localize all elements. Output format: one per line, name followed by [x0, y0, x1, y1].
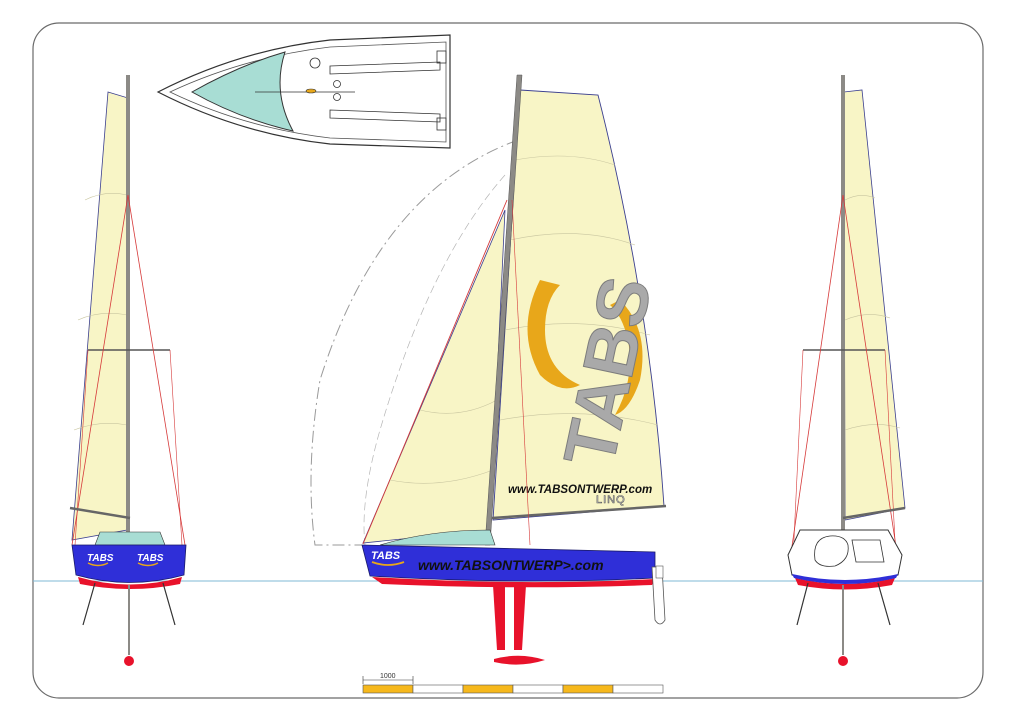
side-view-rudder — [651, 566, 666, 625]
side-view-forestay — [362, 199, 508, 545]
rear-view-sail-seam-1 — [844, 195, 876, 201]
rear-view-sail-seam-3 — [844, 424, 901, 431]
rear-view-trailer-leg-left — [796, 582, 809, 626]
side-view-keel-bulb — [494, 655, 545, 665]
rear-view-seat — [851, 539, 885, 563]
rear-view-shroud-left — [789, 194, 844, 561]
rear-view — [787, 75, 906, 666]
plan-view-winch-1 — [333, 80, 341, 88]
rear-view-transom — [787, 529, 903, 582]
front-view-shroud-left — [71, 194, 129, 546]
side-view-logo-swoosh-upper — [527, 280, 580, 389]
rear-view-hull-stripe — [792, 574, 898, 584]
plan-view-inner-hull — [169, 41, 447, 143]
front-view-trailer-leg-left — [82, 582, 96, 626]
front-view-boom — [69, 506, 131, 520]
rear-view-shroud-right — [842, 194, 899, 561]
side-view-backstay — [511, 199, 531, 546]
side-view-keel-fin-front — [493, 585, 505, 650]
scale-bar-segment-3 — [462, 684, 514, 694]
plan-view-bench-upper — [329, 61, 441, 75]
front-view-sail-seam-3 — [73, 423, 128, 431]
front-view-hull-bottom — [78, 577, 182, 589]
rear-view-boom — [842, 506, 906, 520]
side-view-mainsail-website: www.TABSONTWERP.com — [508, 484, 652, 496]
front-view-deck — [94, 531, 166, 546]
front-view: TABS TABS — [69, 75, 187, 666]
front-view-logo-swoosh-left — [87, 562, 109, 567]
scale-bar-segment-5 — [562, 684, 614, 694]
front-view-lower-shroud-left — [74, 349, 89, 546]
side-view-sail-maker: LINQ — [596, 494, 626, 506]
plan-view-hatch — [309, 57, 321, 69]
side-view: TABS www.TABSONTWERP.com LINQ TABS www.T… — [310, 74, 668, 665]
side-view-boom — [491, 504, 667, 520]
front-view-logo-swoosh-right — [137, 562, 159, 567]
plan-view-bench-lower — [329, 109, 441, 123]
plan-view-cleat-upper — [436, 50, 447, 64]
side-view-jib-seam-2 — [389, 469, 494, 484]
side-view-logo-swoosh-lower — [610, 300, 643, 415]
rear-view-lower-shroud-right — [884, 349, 897, 561]
rear-view-lower-shroud-left — [792, 349, 804, 561]
side-view-hull-swoosh — [371, 561, 405, 566]
scale-bar-segment-6 — [612, 684, 664, 694]
front-view-trailer-leg-right — [162, 582, 176, 626]
front-view-hull — [71, 544, 187, 583]
rear-view-cockpit — [814, 535, 849, 567]
side-view-hull-bottom — [372, 577, 655, 588]
front-view-brand-left: TABS — [87, 553, 114, 564]
side-view-hull-brand: TABS — [371, 550, 401, 562]
plan-view-cleat-lower — [436, 117, 447, 131]
rear-view-trailer-leg-right — [877, 582, 891, 626]
scale-bar: 1000 — [362, 673, 664, 694]
side-view-gennaker-inner — [363, 174, 506, 546]
side-view-main-seam-4 — [499, 413, 659, 426]
side-view-deck — [379, 529, 496, 546]
front-view-sail-seam-1 — [84, 193, 128, 201]
front-view-keel-bulb — [124, 656, 134, 666]
scale-bar-label: 1000 — [380, 673, 396, 680]
side-view-hull-website: www.TABSONTWERP>.com — [418, 557, 604, 573]
rear-view-mast — [841, 75, 845, 545]
plan-view — [156, 34, 451, 149]
side-view-transom-fitting — [655, 565, 664, 579]
front-view-brand-right: TABS — [137, 553, 164, 564]
front-view-sail-seam-2 — [77, 313, 128, 321]
side-view-main-seam-1 — [514, 155, 616, 166]
rear-view-sail-seam-2 — [844, 314, 891, 321]
front-view-lower-shroud-right — [169, 349, 183, 546]
rear-view-hull-bottom — [795, 578, 895, 590]
plan-view-winch-2 — [333, 93, 341, 101]
side-view-main-seam-2 — [509, 233, 636, 246]
side-view-hull — [361, 544, 656, 582]
side-view-keel-fin-rear — [514, 585, 526, 650]
scale-bar-segment-4 — [512, 684, 564, 694]
rear-view-keel-bulb — [838, 656, 848, 666]
side-view-gennaker-outline — [310, 139, 519, 546]
front-view-shroud-right — [127, 194, 186, 546]
plan-view-mast-step — [305, 88, 317, 94]
scale-bar-segment-1 — [362, 684, 414, 694]
side-view-jib-seam-1 — [419, 399, 498, 414]
side-view-mainsail — [492, 89, 665, 521]
front-view-mast — [126, 75, 130, 545]
scale-bar-segment-2 — [412, 684, 464, 694]
